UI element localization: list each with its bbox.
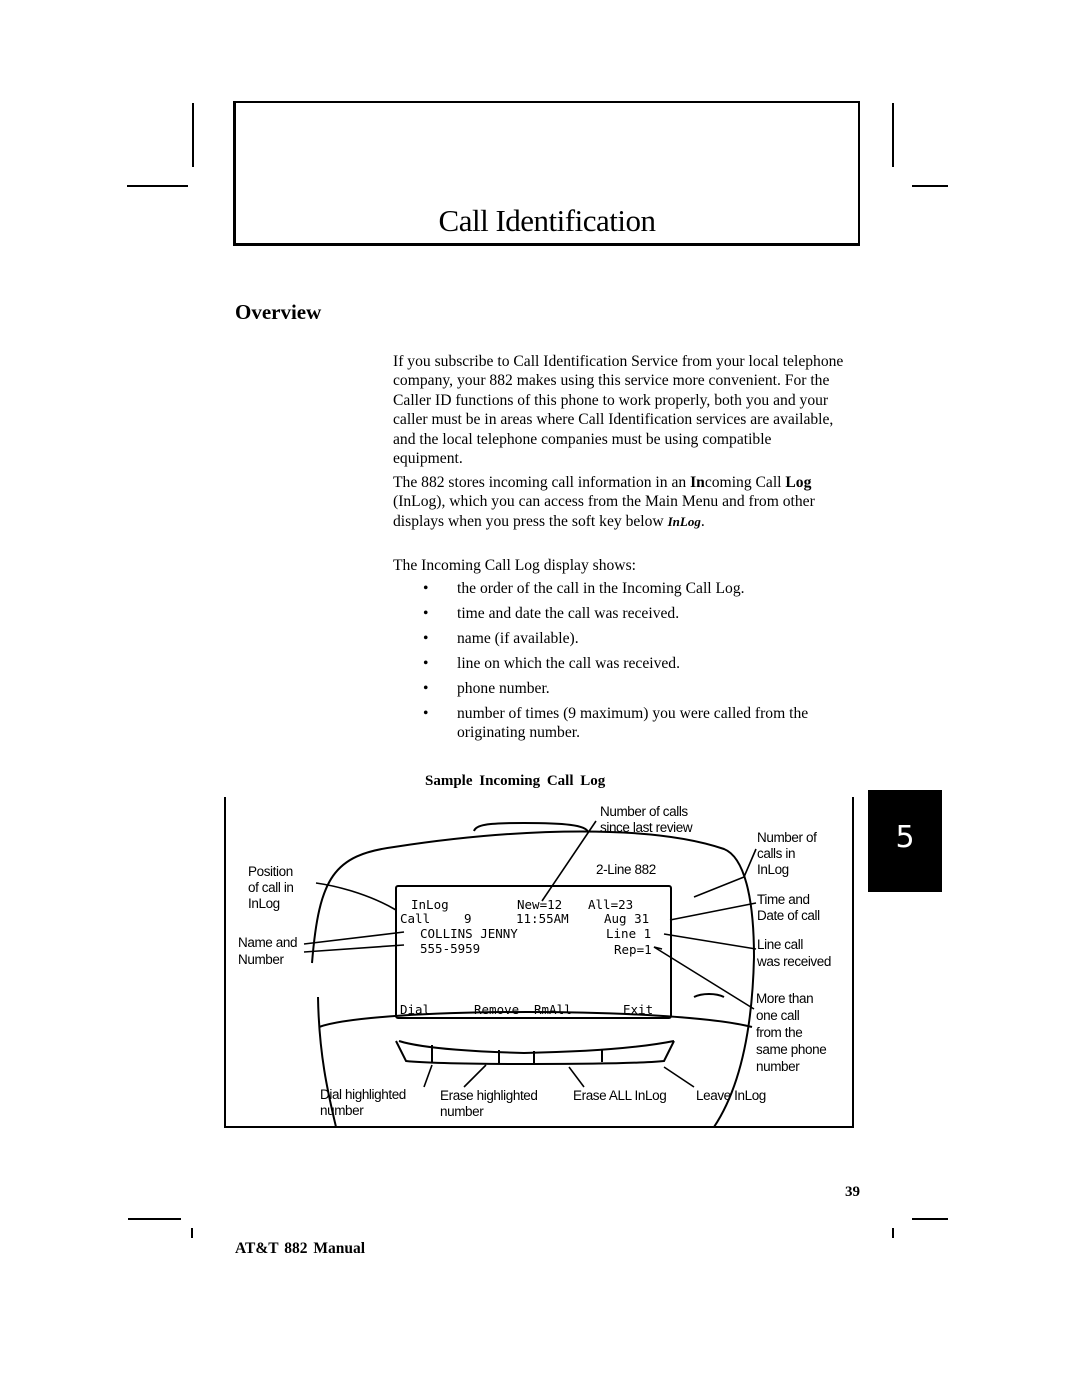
- chapter-title-box: Call Identification: [233, 101, 860, 246]
- lcd-line: Line 1: [606, 926, 651, 941]
- display-fields-list: •the order of the call in the Incoming C…: [393, 579, 845, 748]
- callout-dial: Dial highlighted number: [320, 1087, 409, 1118]
- incoming-call-log-figure: 2-Line 882 InLog New=12 All=23 Call 9 11…: [224, 797, 854, 1128]
- inlog-softkey-label: InLog: [667, 513, 701, 529]
- callout-leave: Leave InLog: [696, 1088, 766, 1103]
- lcd-call-date: Aug 31: [604, 911, 649, 926]
- callout-time-date: Time and Date of call: [757, 892, 820, 923]
- footer-manual-title: AT&T 882 Manual: [235, 1240, 366, 1257]
- callout-calls-in-inlog: Number of calls in InLog: [757, 830, 820, 877]
- lcd-call-position: 9: [464, 911, 472, 926]
- list-item: •time and date the call was received.: [423, 604, 680, 622]
- lcd-inlog: InLog: [411, 897, 449, 912]
- lcd-call-label: Call: [400, 911, 430, 926]
- crop-mark: [912, 185, 948, 187]
- callout-calls-since-review: Number of calls since last review: [600, 804, 693, 835]
- lcd-softkey-dial: Dial: [400, 1002, 430, 1017]
- lcd-call-time: 11:55AM: [516, 911, 569, 926]
- list-item: •phone number.: [423, 679, 550, 697]
- chapter-title: Call Identification: [438, 203, 656, 238]
- display-intro: The Incoming Call Log display shows:: [393, 557, 636, 574]
- model-label: 2-Line 882: [596, 862, 656, 877]
- list-item: •the order of the call in the Incoming C…: [423, 580, 745, 597]
- inlog-paragraph: The 882 stores incoming call information…: [393, 474, 815, 530]
- intro-paragraph: If you subscribe to Call Identification …: [393, 353, 844, 468]
- list-item: •number of times (9 maximum) you were ca…: [423, 704, 809, 741]
- lcd-all-count: All=23: [588, 897, 633, 912]
- crop-mark: [192, 103, 194, 167]
- crop-mark: [892, 1228, 894, 1238]
- lcd-caller-number: 555-5959: [420, 941, 480, 956]
- crop-mark: [128, 1218, 181, 1220]
- section-heading: Overview: [235, 300, 322, 324]
- figure-frame: [224, 797, 854, 1128]
- lcd-softkey-rmall: RmAll: [534, 1002, 572, 1017]
- callout-line-received: Line call was received: [756, 937, 831, 969]
- callout-erase-all: Erase ALL InLog: [573, 1088, 666, 1103]
- callout-more-than-one: More than one call from the same phone n…: [756, 991, 830, 1074]
- list-item: •line on which the call was received.: [423, 654, 680, 672]
- callout-erase: Erase highlighted number: [440, 1088, 541, 1119]
- lcd-softkey-remove: Remove: [474, 1002, 519, 1017]
- page-number: 39: [845, 1184, 860, 1200]
- crop-mark: [127, 185, 188, 187]
- chapter-tab: 5: [868, 790, 942, 892]
- callout-name-number: Name and Number: [238, 935, 300, 967]
- callout-position: Position of call in InLog: [248, 864, 297, 911]
- list-item: •name (if available).: [423, 629, 579, 647]
- figure-caption: Sample Incoming Call Log: [425, 773, 606, 789]
- lcd-caller-name: COLLINS JENNY: [420, 926, 518, 941]
- chapter-number: 5: [895, 820, 915, 855]
- crop-mark: [912, 1218, 948, 1220]
- lcd-new-count: New=12: [517, 897, 562, 912]
- phone-illustration: [311, 821, 756, 1128]
- callout-lines: [303, 820, 757, 1088]
- crop-mark: [191, 1228, 193, 1238]
- lcd-softkey-exit: Exit: [623, 1002, 653, 1017]
- lcd-repeat-count: Rep=1: [614, 942, 652, 957]
- crop-mark: [892, 103, 894, 167]
